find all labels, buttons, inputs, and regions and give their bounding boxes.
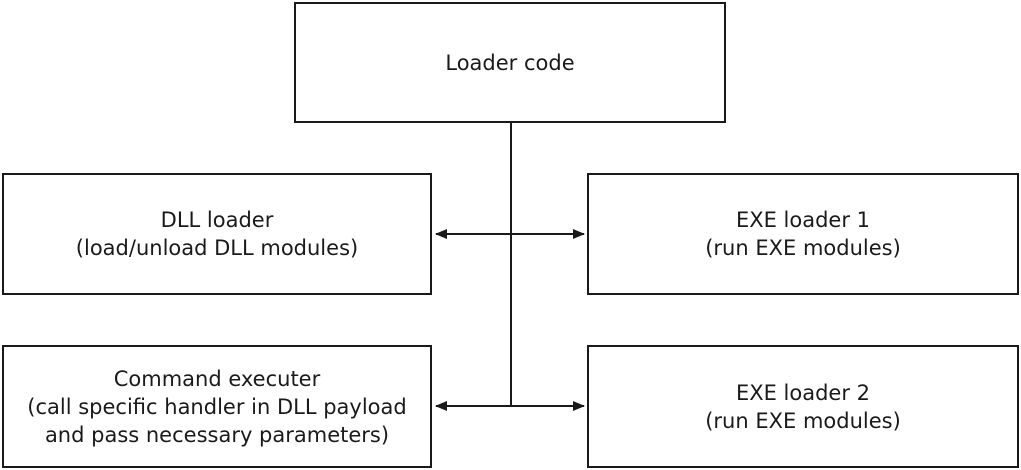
exe-loader-1-title: EXE loader 1 [735, 208, 871, 232]
exe-loader-2-box: EXE loader 2 (run EXE modules) [587, 345, 1019, 468]
command-executer-description-line-1: (call specific handler in DLL payload [27, 394, 407, 419]
loader-code-box: Loader code [294, 2, 726, 123]
command-executer-description-line-2: and pass necessary parameters) [44, 422, 390, 447]
exe-loader-1-description: (run EXE modules) [705, 236, 901, 260]
exe-loader-2-title: EXE loader 2 [735, 380, 871, 405]
dll-loader-title: DLL loader [160, 208, 274, 232]
command-executer-title: Command executer [113, 366, 321, 391]
dll-loader-description: (load/unload DLL modules) [75, 236, 359, 260]
exe-loader-2-description: (run EXE modules) [705, 408, 901, 433]
command-executer-box: Command executer (call specific handler … [2, 345, 432, 468]
dll-loader-box: DLL loader (load/unload DLL modules) [2, 173, 432, 295]
loader-code-title: Loader code [445, 50, 575, 75]
exe-loader-1-box: EXE loader 1 (run EXE modules) [587, 173, 1019, 295]
